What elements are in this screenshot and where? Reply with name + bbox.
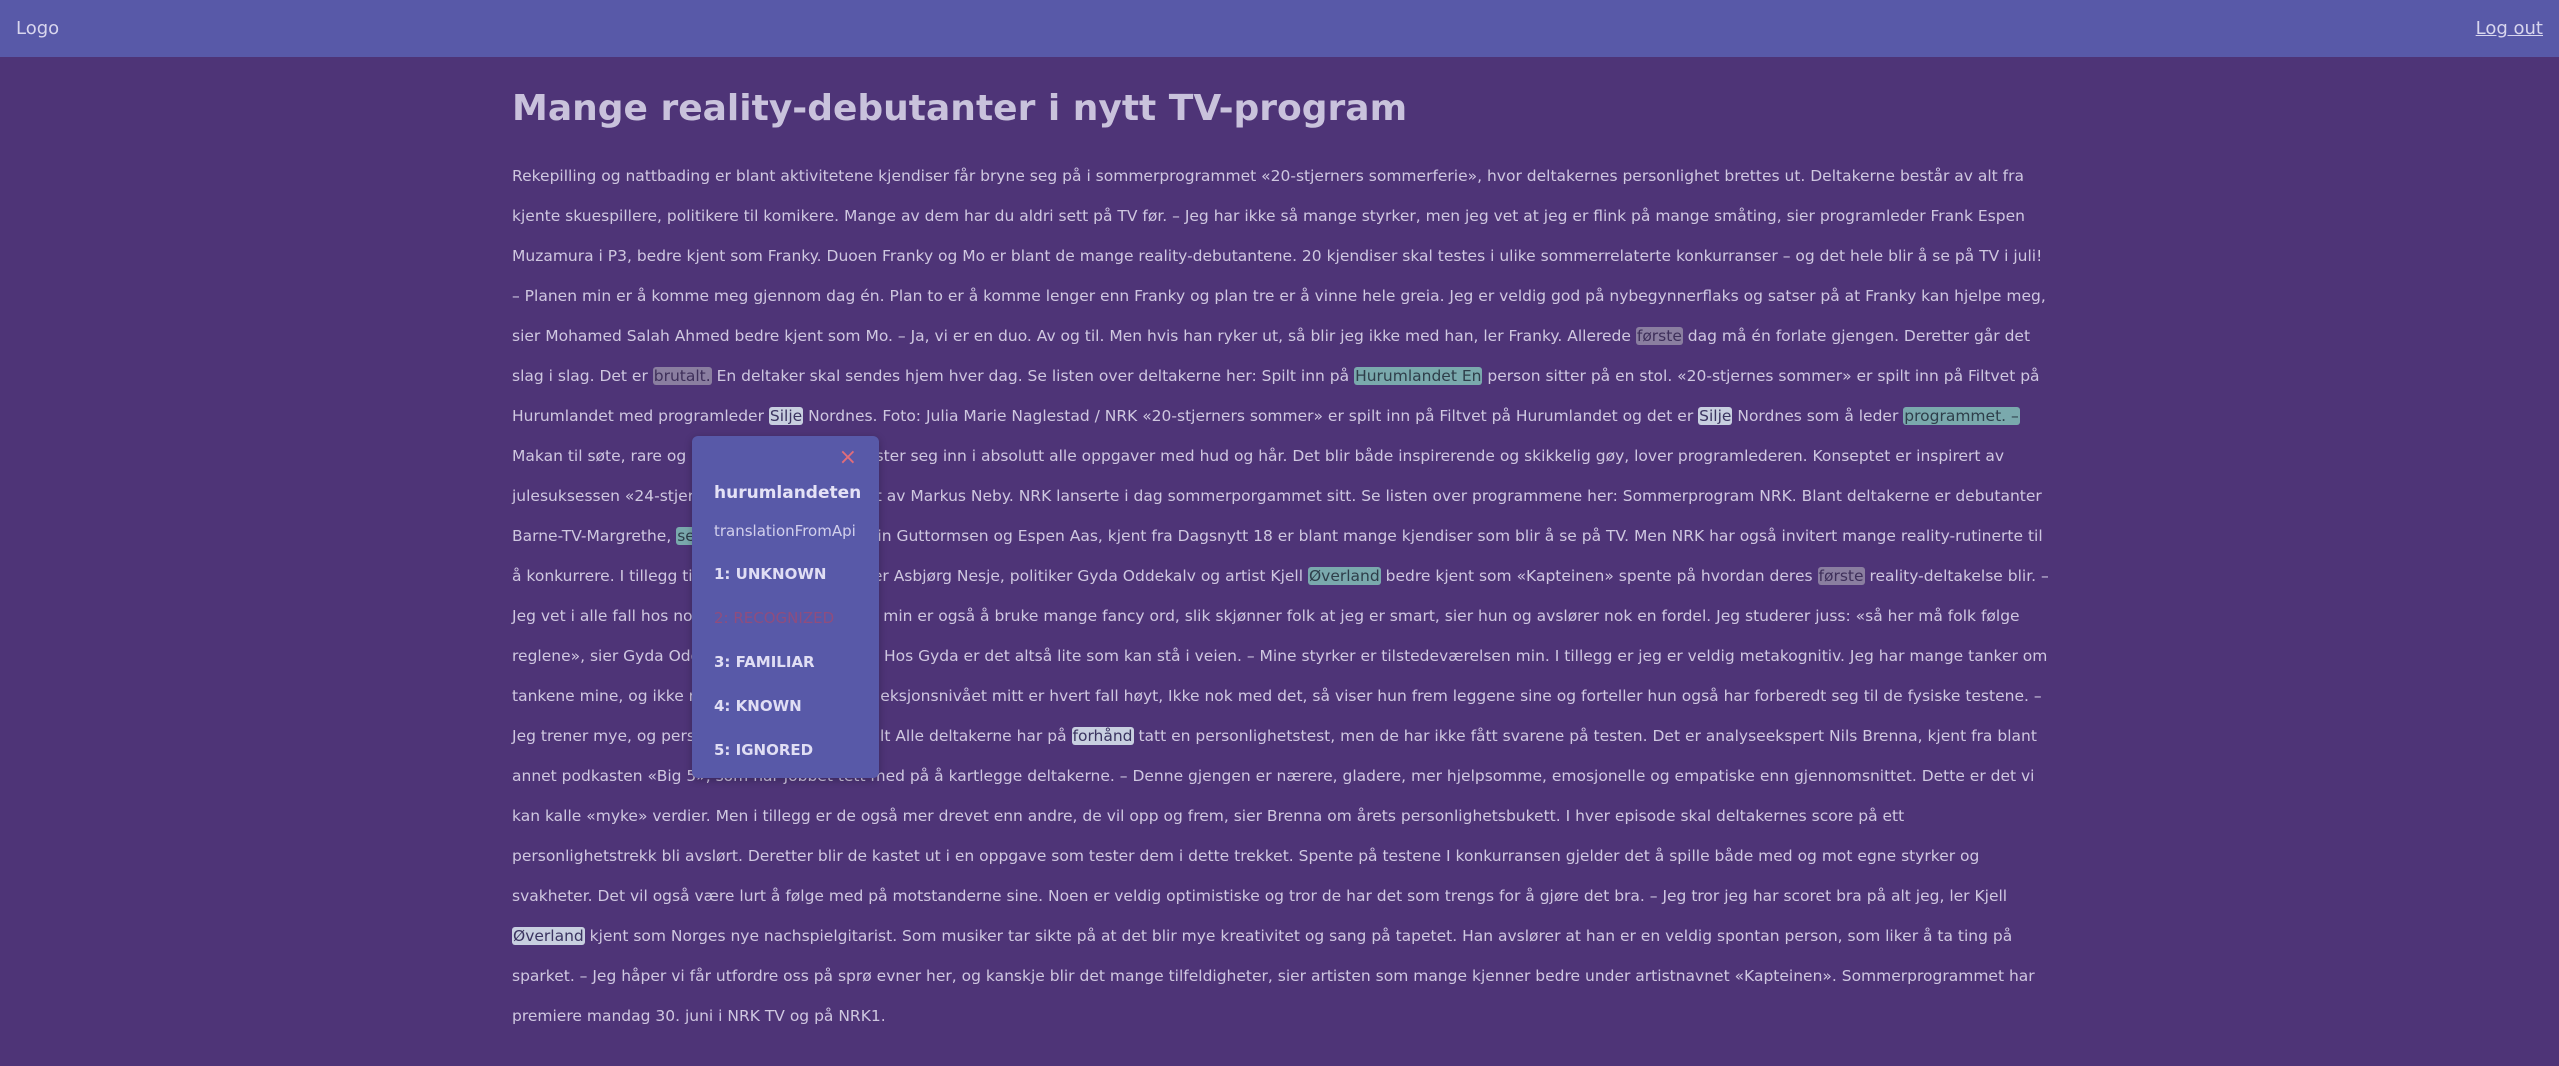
- popup-word: hurumlandeten: [714, 483, 862, 503]
- text-segment[interactable]: tatt en personlighetstest, men de har ik…: [512, 727, 2037, 905]
- text-segment[interactable]: Nordnes. Foto: Julia Marie Naglestad / N…: [803, 407, 1699, 425]
- level-option[interactable]: 4: KNOWN: [714, 697, 802, 715]
- highlighted-word[interactable]: første: [1817, 567, 1865, 585]
- page-title: Mange reality-debutanter i nytt TV-progr…: [512, 88, 1408, 129]
- level-option[interactable]: 1: UNKNOWN: [714, 565, 827, 583]
- close-icon[interactable]: ×: [838, 445, 857, 470]
- text-segment[interactable]: kjent som Norges nye nachspielgitarist. …: [512, 927, 2035, 1025]
- level-option[interactable]: 5: IGNORED: [714, 741, 814, 759]
- highlighted-word[interactable]: brutalt.: [652, 367, 712, 385]
- top-bar: Logo Log out: [0, 0, 2559, 57]
- level-options: 1: UNKNOWN 2: RECOGNIZED 3: FAMILIAR 4: KNO…: [714, 564, 834, 784]
- text-segment[interactable]: person sitter på en stol. «20-stjernes s…: [512, 367, 2040, 425]
- text-segment[interactable]: Rekepilling og nattbading er blant aktiv…: [512, 167, 2046, 345]
- word-popup: × hurumlandeten translationFromApi 1: UN…: [692, 436, 879, 778]
- article-text: Rekepilling og nattbading er blant aktiv…: [512, 156, 2052, 1036]
- text-segment[interactable]: En deltaker skal sendes hjem hver dag. S…: [711, 367, 1355, 385]
- text-segment[interactable]: Nordnes som å leder: [1732, 407, 1904, 425]
- level-option[interactable]: 2: RECOGNIZED: [714, 609, 835, 627]
- logo[interactable]: Logo: [16, 18, 60, 39]
- highlighted-word[interactable]: Hurumlandet En: [1354, 367, 1483, 385]
- highlighted-word[interactable]: Silje: [768, 407, 804, 425]
- level-option[interactable]: 3: FAMILIAR: [714, 653, 815, 671]
- text-segment[interactable]: dag må én forlate gjengen. Deretter går …: [512, 327, 2031, 385]
- highlighted-word[interactable]: Øverland: [1307, 567, 1381, 585]
- text-segment[interactable]: bedre kjent som «Kapteinen» spente på hv…: [1380, 567, 1818, 585]
- highlighted-word[interactable]: første: [1635, 327, 1683, 345]
- highlighted-word[interactable]: Øverland: [512, 927, 585, 945]
- highlighted-word[interactable]: Silje: [1698, 407, 1733, 425]
- highlighted-word[interactable]: forhånd: [1071, 727, 1134, 745]
- popup-translation: translationFromApi: [714, 522, 856, 540]
- text-segment[interactable]: Makan til søte, rare og morsomme folk! A…: [512, 447, 2042, 545]
- main-content: Mange reality-debutanter i nytt TV-progr…: [512, 82, 2052, 1036]
- highlighted-word[interactable]: programmet. –: [1903, 407, 2020, 425]
- logout-link[interactable]: Log out: [2475, 18, 2543, 39]
- text-segment[interactable]: reality-deltakelse blir. – Jeg vet i all…: [512, 567, 2049, 745]
